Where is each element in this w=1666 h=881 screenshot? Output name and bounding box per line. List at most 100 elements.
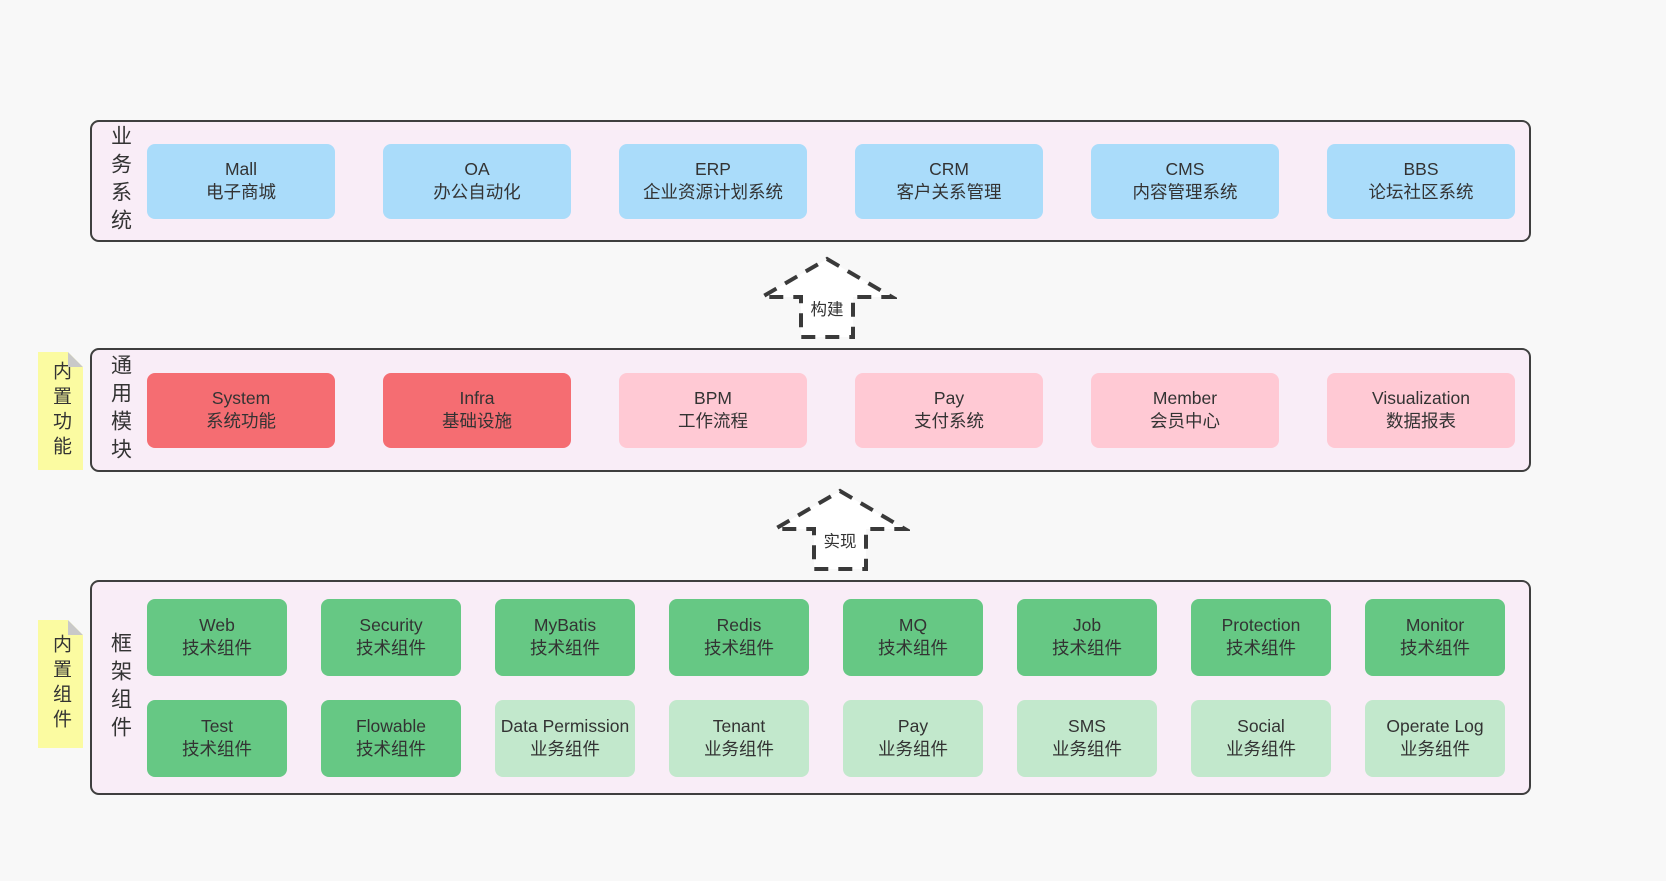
node-security: Security 技术组件 (321, 598, 461, 676)
node-monitor: Monitor 技术组件 (1365, 598, 1505, 676)
node-subtitle: 业务组件 (1052, 739, 1122, 759)
node-row: Web 技术组件 Security 技术组件 MyBatis 技术组件 Redi… (147, 598, 1505, 676)
node-title: OA (464, 158, 490, 179)
node-title: Member (1152, 387, 1218, 408)
node-title: Test (200, 715, 234, 736)
layer-label-text: 业务系统 (108, 125, 132, 237)
node-title: Pay (933, 387, 965, 408)
node-title: Protection (1221, 614, 1301, 635)
node-job: Job 技术组件 (1017, 598, 1157, 676)
node-subtitle: 技术组件 (1400, 638, 1470, 658)
node-subtitle: 业务组件 (878, 739, 948, 759)
node-pay: Pay 支付系统 (855, 372, 1043, 448)
node-title: Web (199, 614, 235, 635)
node-title: MQ (898, 614, 928, 635)
node-subtitle: 业务组件 (1226, 739, 1296, 759)
node-social: Social 业务组件 (1191, 699, 1331, 777)
node-cms: CMS 内容管理系统 (1091, 143, 1279, 219)
node-subtitle: 系统功能 (206, 411, 276, 431)
layer-label: 业务系统 (92, 125, 147, 237)
node-title: Data Permission (500, 715, 630, 736)
node-subtitle: 论坛社区系统 (1368, 182, 1474, 202)
node-title: BBS (1403, 158, 1439, 179)
node-title: System (211, 387, 271, 408)
node-erp: ERP 企业资源计划系统 (619, 143, 807, 219)
node-tenant: Tenant 业务组件 (669, 699, 809, 777)
node-subtitle: 数据报表 (1386, 411, 1456, 431)
node-member: Member 会员中心 (1091, 372, 1279, 448)
node-subtitle: 技术组件 (878, 638, 948, 658)
sticky-note-built-in-components: 内置组件 (38, 620, 83, 748)
arrow-label: 实现 (820, 528, 860, 552)
node-subtitle: 业务组件 (1400, 739, 1470, 759)
layer-label-text: 框架组件 (108, 631, 132, 744)
node-subtitle: 会员中心 (1150, 411, 1220, 431)
node-subtitle: 技术组件 (182, 638, 252, 658)
arrow-label: 构建 (807, 296, 847, 320)
sticky-note-built-in-features: 内置功能 (38, 352, 83, 470)
node-title: SMS (1068, 715, 1106, 736)
node-subtitle: 技术组件 (356, 739, 426, 759)
node-subtitle: 技术组件 (356, 638, 426, 658)
node-pay-business: Pay 业务组件 (843, 699, 983, 777)
node-mall: Mall 电子商城 (147, 143, 335, 219)
node-title: Operate Log (1386, 715, 1484, 736)
node-infra: Infra 基础设施 (383, 372, 571, 448)
node-subtitle: 客户关系管理 (896, 182, 1002, 202)
note-text: 内置功能 (50, 361, 71, 461)
node-title: Flowable (355, 715, 427, 736)
note-text: 内置组件 (50, 634, 71, 734)
arrow-build: 构建 (757, 256, 897, 340)
node-mq: MQ 技术组件 (843, 598, 983, 676)
layer-label: 框架组件 (92, 632, 147, 744)
node-subtitle: 企业资源计划系统 (643, 182, 783, 202)
node-redis: Redis 技术组件 (669, 598, 809, 676)
node-subtitle: 技术组件 (530, 638, 600, 658)
layer-business-systems: 业务系统 Mall 电子商城 OA 办公自动化 ERP 企业资源计划系统 CRM… (90, 120, 1531, 242)
node-title: Mall (224, 158, 258, 179)
node-title: Security (359, 614, 423, 635)
node-protection: Protection 技术组件 (1191, 598, 1331, 676)
node-subtitle: 办公自动化 (433, 182, 521, 202)
node-title: Visualization (1372, 387, 1470, 408)
node-row: System 系统功能 Infra 基础设施 BPM 工作流程 Pay 支付系统… (147, 372, 1515, 448)
node-subtitle: 基础设施 (442, 411, 512, 431)
layer-label-text: 通用模块 (108, 354, 132, 466)
node-title: Social (1237, 715, 1285, 736)
note-fold-icon (68, 620, 83, 635)
node-mybatis: MyBatis 技术组件 (495, 598, 635, 676)
node-subtitle: 技术组件 (182, 739, 252, 759)
node-title: Pay (897, 715, 929, 736)
node-system: System 系统功能 (147, 372, 335, 448)
node-test: Test 技术组件 (147, 699, 287, 777)
node-crm: CRM 客户关系管理 (855, 143, 1043, 219)
node-subtitle: 技术组件 (1052, 638, 1122, 658)
node-subtitle: 技术组件 (1226, 638, 1296, 658)
node-subtitle: 电子商城 (206, 182, 276, 202)
node-title: CMS (1165, 158, 1205, 179)
arrow-implement: 实现 (770, 488, 910, 572)
layer-common-modules: 通用模块 System 系统功能 Infra 基础设施 BPM 工作流程 Pay… (90, 348, 1531, 472)
node-subtitle: 支付系统 (914, 411, 984, 431)
layer-label: 通用模块 (92, 354, 147, 466)
node-visualization: Visualization 数据报表 (1327, 372, 1515, 448)
node-web: Web 技术组件 (147, 598, 287, 676)
node-subtitle: 技术组件 (704, 638, 774, 658)
note-fold-icon (68, 352, 83, 367)
node-sms: SMS 业务组件 (1017, 699, 1157, 777)
layer-framework-components: 框架组件 Web 技术组件 Security 技术组件 MyBatis 技术组件… (90, 580, 1531, 795)
node-subtitle: 业务组件 (530, 739, 600, 759)
node-title: Infra (459, 387, 495, 408)
node-title: MyBatis (533, 614, 597, 635)
node-subtitle: 内容管理系统 (1132, 182, 1238, 202)
node-subtitle: 业务组件 (704, 739, 774, 759)
node-title: BPM (694, 387, 732, 408)
node-data-permission: Data Permission 业务组件 (495, 699, 635, 777)
node-bpm: BPM 工作流程 (619, 372, 807, 448)
node-oa: OA 办公自动化 (383, 143, 571, 219)
node-title: Tenant (712, 715, 766, 736)
node-row: Test 技术组件 Flowable 技术组件 Data Permission … (147, 699, 1505, 777)
node-title: CRM (929, 158, 969, 179)
node-bbs: BBS 论坛社区系统 (1327, 143, 1515, 219)
